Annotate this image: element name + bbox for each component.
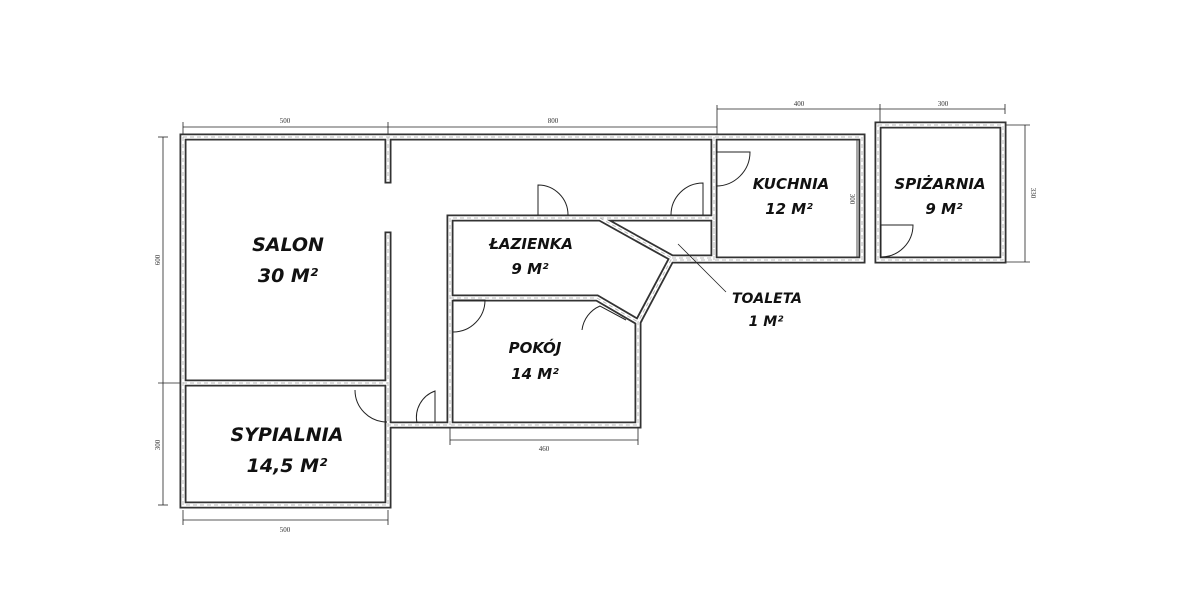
room-name-salon: SALON	[252, 234, 324, 256]
dim-top-pantry: 300	[938, 100, 949, 108]
room-name-spizarnia: SPIŻARNIA	[894, 174, 985, 193]
door-bathroom	[537, 184, 569, 216]
room-area-sypialnia: 14,5 M²	[247, 455, 328, 477]
room-name-pokoj: POKÓJ	[509, 338, 562, 357]
doors	[354, 151, 914, 424]
wall-outer	[179, 121, 1007, 509]
wall-hatch	[182, 124, 1004, 506]
door-kitchen	[715, 151, 751, 187]
dim-left-salon: 600	[154, 254, 162, 265]
door-room	[452, 299, 486, 333]
dim-bottom-bedroom: 500	[280, 526, 291, 534]
dim-top-kitchen: 400	[794, 100, 805, 108]
walls	[179, 121, 1007, 509]
door-pantry	[880, 224, 914, 258]
room-area-spizarnia: 9 M²	[925, 200, 963, 218]
room-area-salon: 30 M²	[258, 265, 319, 287]
toilet-leader-line	[677, 243, 727, 293]
door-bedroom	[354, 389, 388, 423]
room-name-sypialnia: SYPIALNIA	[231, 424, 344, 446]
room-name-lazienka: ŁAZIENKA	[488, 235, 573, 253]
room-area-kuchnia: 12 M²	[765, 200, 813, 218]
room-name-toaleta: TOALETA	[732, 291, 802, 307]
door-room-diagonal	[581, 305, 627, 331]
dim-top-corridor: 800	[548, 117, 559, 125]
dimension-labels: 500 800 400 300 600 300 500 460 300 330	[154, 100, 1037, 534]
room-name-kuchnia: KUCHNIA	[753, 175, 830, 193]
door-toilet	[670, 182, 704, 216]
room-area-toaleta: 1 M²	[749, 314, 785, 330]
dim-kitchen-height: 300	[848, 194, 856, 205]
dim-bottom-room: 460	[539, 445, 550, 453]
dim-left-bedroom: 300	[154, 439, 162, 450]
room-area-lazienka: 9 M²	[511, 260, 549, 278]
dim-pantry-height: 330	[1029, 188, 1037, 199]
room-area-pokoj: 14 M²	[511, 365, 559, 383]
dim-top-salon: 500	[280, 117, 291, 125]
door-corridor	[415, 390, 436, 424]
room-labels: SALON 30 M² SYPIALNIA 14,5 M² ŁAZIENKA 9…	[231, 174, 986, 477]
